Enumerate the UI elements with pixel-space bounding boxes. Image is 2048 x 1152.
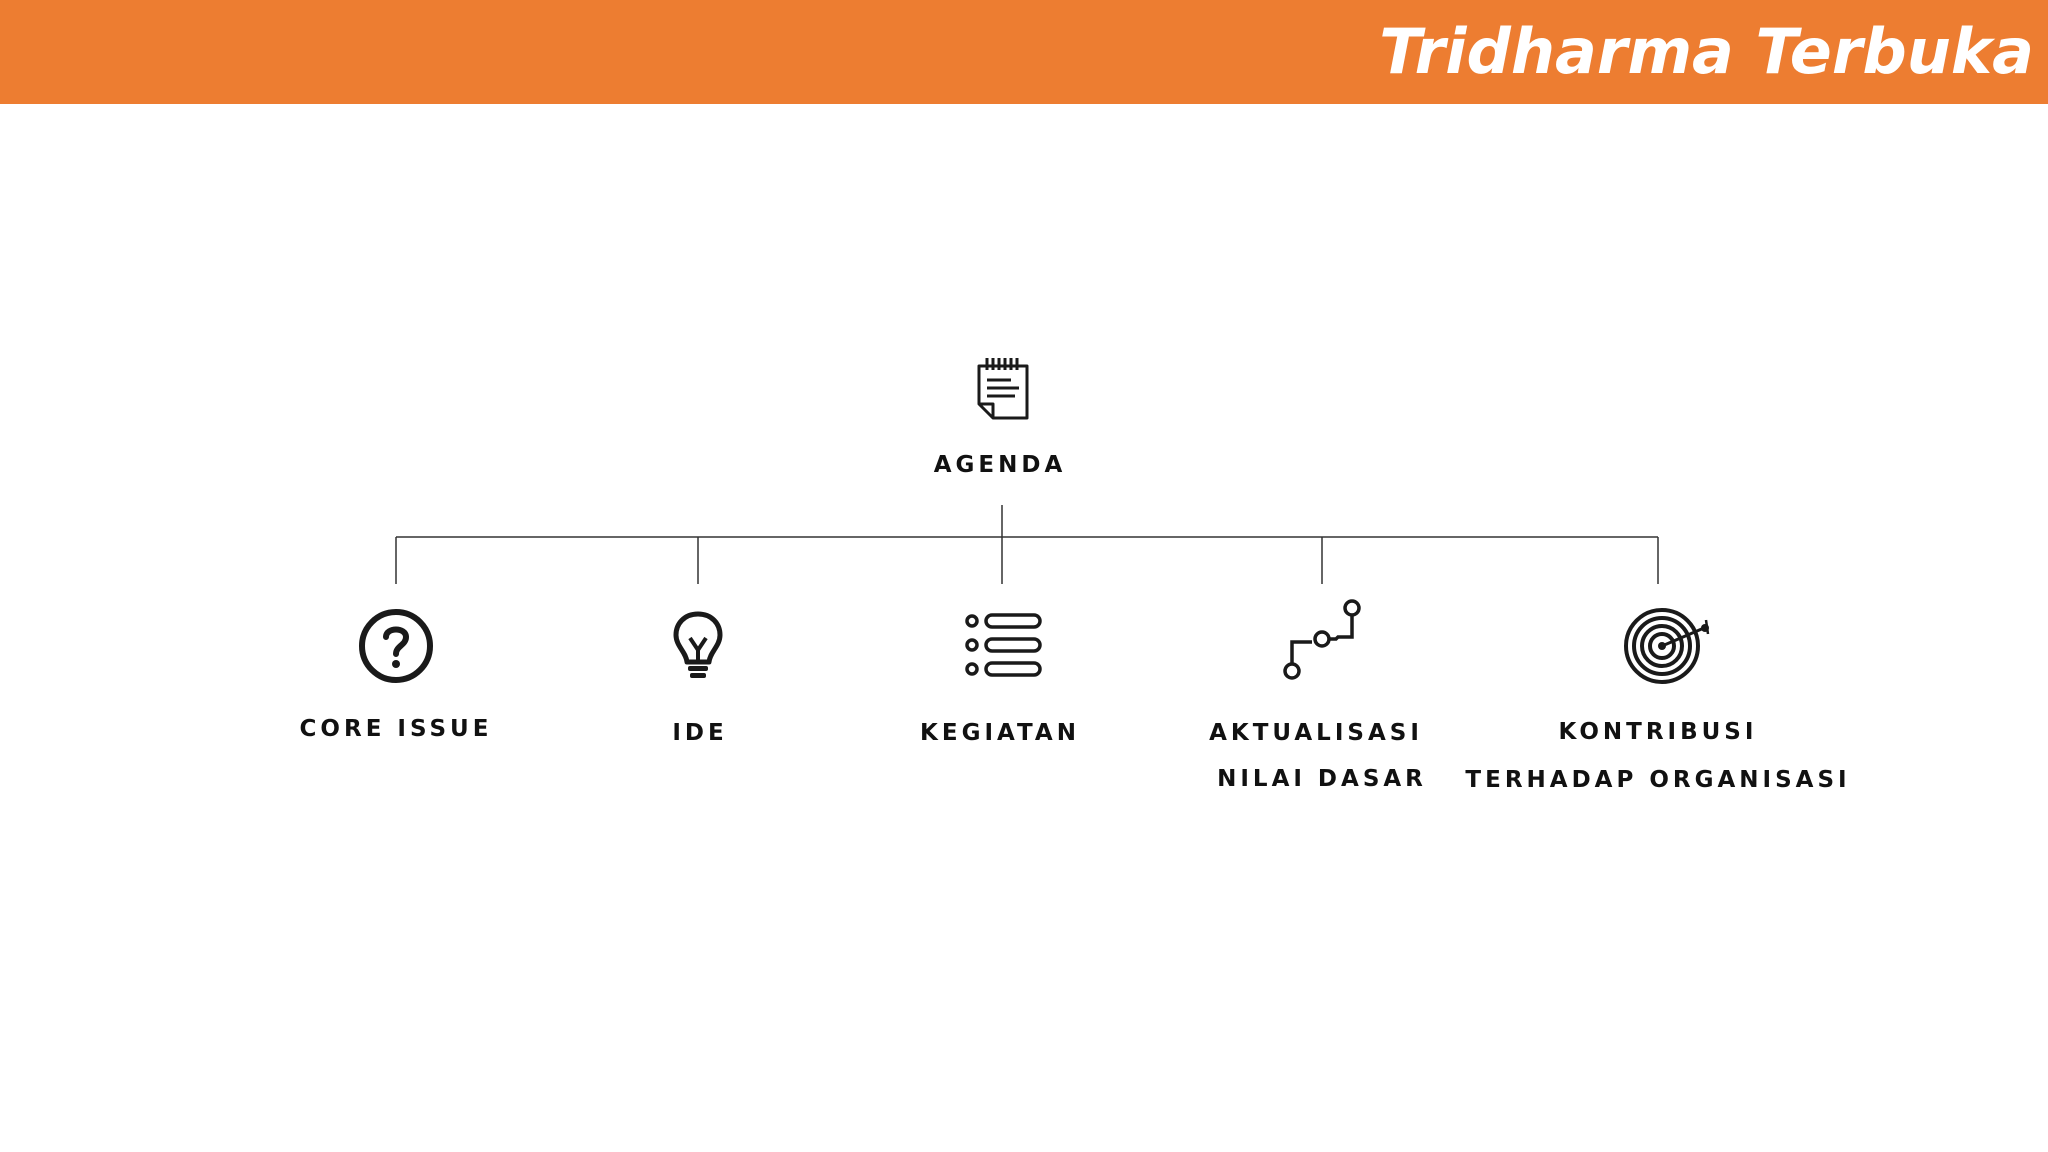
- step-path-icon: [1283, 599, 1361, 680]
- target-icon: [1624, 608, 1710, 684]
- notepad-icon: [977, 358, 1029, 420]
- list-icon: [965, 613, 1042, 677]
- agenda-label: AGENDA: [933, 452, 1067, 478]
- kegiatan-label: KEGIATAN: [920, 720, 1080, 746]
- lightbulb-icon: [673, 611, 723, 678]
- ide-label: IDE: [672, 720, 728, 746]
- kontribusi-label-line1: KONTRIBUSI: [1558, 719, 1758, 745]
- kontribusi-label-line2: TERHADAP ORGANISASI: [1465, 767, 1851, 793]
- header-bar: Tridharma Terbuka: [0, 0, 2048, 104]
- brand-title: Tridharma Terbuka: [1379, 15, 2034, 88]
- core-issue-label: CORE ISSUE: [299, 716, 493, 742]
- aktualisasi-label-line2: NILAI DASAR: [1217, 766, 1427, 792]
- aktualisasi-label-line1: AKTUALISASI: [1209, 720, 1423, 746]
- question-circle-icon: [359, 609, 433, 683]
